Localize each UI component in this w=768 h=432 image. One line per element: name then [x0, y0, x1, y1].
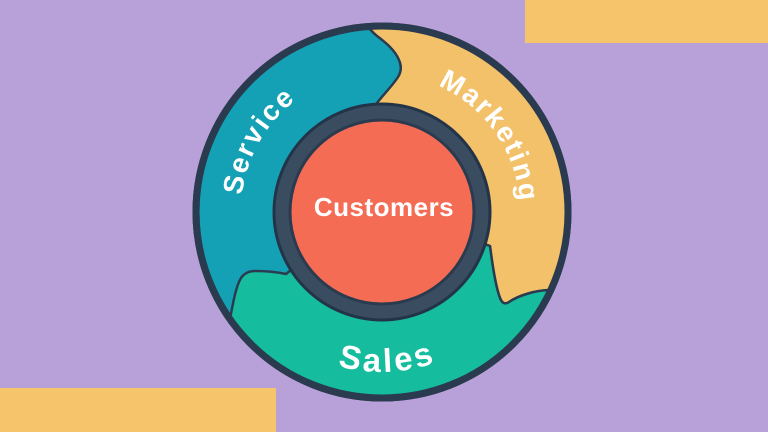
customers-label: Customers: [314, 192, 454, 222]
corner-accent-top-right: [525, 0, 768, 43]
wheel-outer-rim: [192, 22, 572, 402]
flywheel-wheel: Service Marketing Sales Customers: [192, 22, 572, 402]
hub-circle: [288, 118, 476, 306]
corner-accent-bottom-left: [0, 388, 276, 432]
